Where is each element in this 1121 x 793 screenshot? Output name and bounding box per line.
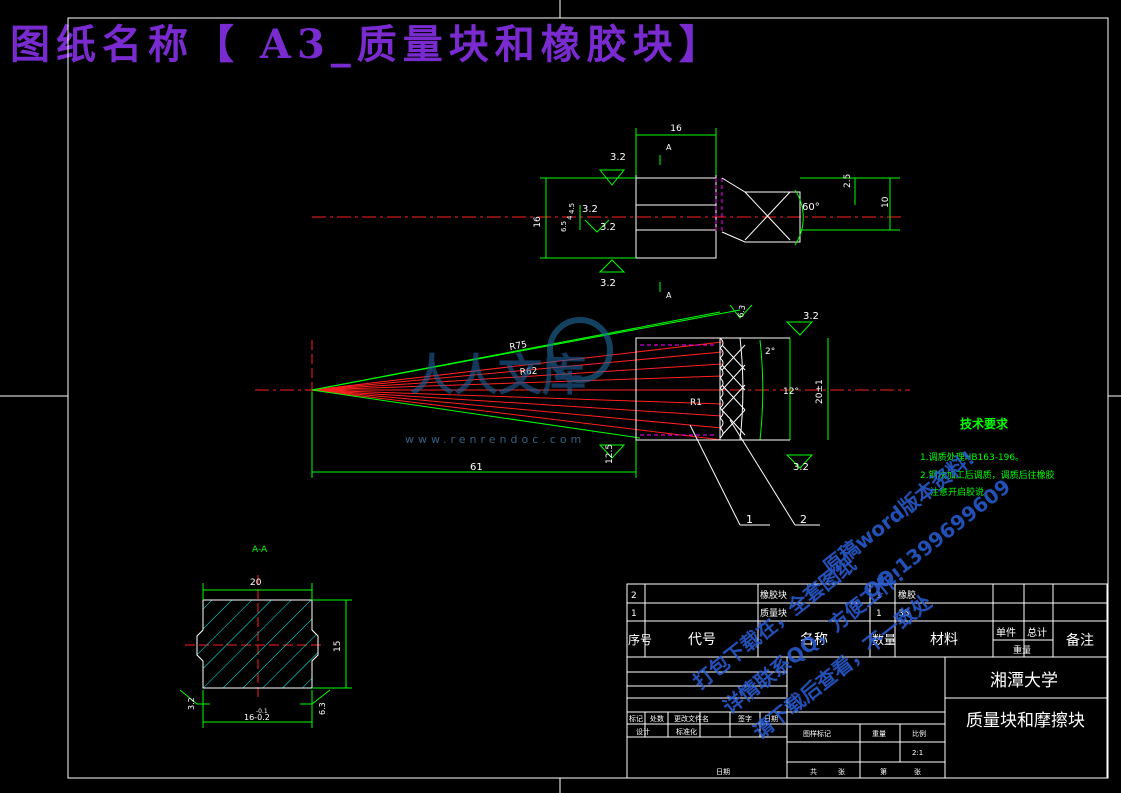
svg-text:人人文库: 人人文库 xyxy=(410,350,586,401)
main-view: R75 R62 R1 61 2° 12° 20±1 12.5 3.2 3.2 6… xyxy=(255,304,910,526)
tb-rev-count: 处数 xyxy=(650,714,664,723)
tech-req-line-1: 1.调质处理HB163-196。 xyxy=(920,451,1024,463)
balloon-2: 2 xyxy=(800,513,807,526)
tb-row-2-qty: 1 xyxy=(876,591,882,601)
tb-std: 标准化 xyxy=(676,727,697,736)
tb-rev-mark: 标记 xyxy=(629,714,643,723)
section-dim-bottom: 16-0.2 xyxy=(244,713,270,722)
tb-row-2-no: 2 xyxy=(631,591,637,601)
tech-req-line-2: 2.钢块加工后调质，调质后往橡胶 xyxy=(920,469,1055,481)
top-dim-small-a: 6.5 xyxy=(560,221,568,232)
tb-rev-sign: 签字 xyxy=(738,714,752,723)
tb-sheet-unit: 张 xyxy=(838,767,845,776)
balloon-1: 1 xyxy=(746,513,753,526)
main-roughness-2: 3.2 xyxy=(793,462,809,473)
tb-row-2-material: 橡胶 xyxy=(898,589,916,601)
section-dim-height: 15 xyxy=(333,641,343,652)
watermark-site: www.renrendoc.com xyxy=(405,433,585,446)
tb-date: 日期 xyxy=(716,768,730,776)
main-dim-height: 20±1 xyxy=(815,379,825,404)
top-roughness-4: 3.2 xyxy=(600,222,616,233)
tb-header-weight: 重量 xyxy=(1013,644,1031,656)
top-dim-small-b: 4 xyxy=(566,215,574,220)
main-dim-angle-large: 12° xyxy=(783,387,799,397)
tb-row-1-no: 1 xyxy=(631,609,637,619)
top-roughness-3: 3.2 xyxy=(582,204,598,215)
tb-header-material: 材料 xyxy=(930,632,958,648)
tb-stage-weight: 重量 xyxy=(872,730,886,738)
watermark-logo: 人人文库 www.renrendoc.com xyxy=(405,317,613,446)
section-view: A-A 20 15 16-0.2 -0.1 3.2 6.3 xyxy=(179,545,352,728)
main-roughness-1: 3.2 xyxy=(803,311,819,322)
top-section-mark-bottom: A xyxy=(666,291,672,300)
tb-row-1-material: 35 xyxy=(898,609,909,619)
tb-design: 设计 xyxy=(636,727,650,736)
tech-requirements: 技术要求 1.调质处理HB163-196。 2.钢块加工后调质，调质后往橡胶 注… xyxy=(920,416,1055,498)
tb-row-1-qty: 1 xyxy=(876,609,882,619)
main-dim-angle-small: 2° xyxy=(765,347,775,357)
tb-stage-scale: 比例 xyxy=(912,729,926,738)
top-view: 16 16 2.5 10 60° 6.5 4 4.5 A A 3.2 3.2 3… xyxy=(312,124,905,300)
top-dim-angle: 60° xyxy=(802,202,820,213)
tb-header-unit: 单件 xyxy=(996,627,1016,639)
main-roughness-3: 6.3 xyxy=(736,304,747,318)
top-dim-width: 16 xyxy=(670,124,682,134)
tb-drawing-name: 质量块和摩擦块 xyxy=(966,711,1085,731)
main-dim-length: 61 xyxy=(470,462,483,473)
top-body-outline xyxy=(635,177,717,259)
top-roughness-1: 3.2 xyxy=(610,152,626,163)
tech-req-line-3: 注意开启胶说 xyxy=(930,486,984,498)
tb-header-no: 序号 xyxy=(628,632,652,647)
section-label: A-A xyxy=(252,545,268,555)
title-block: 2 橡胶块 1 橡胶 1 质量块 1 35 序号 代号 名称 数量 材料 单件 … xyxy=(626,583,1108,779)
tb-stage: 图样标记 xyxy=(803,729,831,738)
tb-sheet-total: 共 xyxy=(810,767,817,776)
drawing-title-banner: 图纸名称【 A3_质量块和橡胶块】 xyxy=(10,21,725,68)
top-dim-height: 16 xyxy=(533,216,543,228)
tb-sheet-no-unit: 张 xyxy=(914,767,921,776)
tb-scale-value: 2:1 xyxy=(912,749,923,757)
main-dim-r62: R62 xyxy=(519,366,538,378)
top-dim-right-a: 2.5 xyxy=(843,174,853,188)
top-roughness-2: 3.2 xyxy=(600,278,616,289)
top-dim-small-c: 4.5 xyxy=(568,203,576,214)
top-dim-right-b: 10 xyxy=(881,196,891,208)
main-rough-left: 12.5 xyxy=(605,444,615,464)
tb-header-total: 总计 xyxy=(1027,626,1047,639)
tb-school: 湘潭大学 xyxy=(990,671,1058,691)
tb-header-code: 代号 xyxy=(688,632,716,648)
tech-req-title: 技术要求 xyxy=(960,416,1009,431)
tb-rev-date: 日期 xyxy=(764,715,778,723)
top-section-mark-top: A xyxy=(666,143,672,152)
section-roughness-2: 6.3 xyxy=(318,702,327,715)
tb-sheet-no: 第 xyxy=(880,767,887,776)
tb-rev-file: 更改文件名 xyxy=(674,714,709,723)
section-dim-width: 20 xyxy=(250,578,262,588)
main-dim-r75: R75 xyxy=(509,340,528,353)
section-dim-bottom-tol: -0.1 xyxy=(256,708,268,715)
tb-row-2-name: 橡胶块 xyxy=(760,589,787,601)
tb-row-1-name: 质量块 xyxy=(760,607,787,619)
tb-header-name: 名称 xyxy=(800,632,828,648)
tb-header-remark: 备注 xyxy=(1066,632,1094,649)
tb-header-qty: 数量 xyxy=(872,632,896,647)
main-dim-r1: R1 xyxy=(690,398,702,408)
section-roughness-1: 3.2 xyxy=(187,697,196,710)
